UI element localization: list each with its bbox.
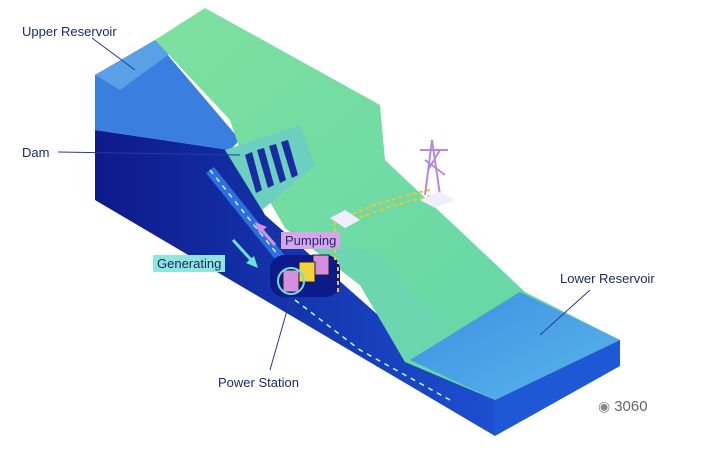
terrain-top bbox=[155, 8, 620, 400]
upper-reservoir-surface bbox=[95, 40, 175, 90]
transmission-tower bbox=[420, 139, 448, 196]
upper-reservoir-label: Upper Reservoir bbox=[22, 24, 117, 39]
dam-spillways bbox=[245, 140, 298, 193]
watermark: ◉ 3060 bbox=[598, 398, 648, 415]
leader-lines bbox=[57, 37, 591, 371]
generating-arrowhead bbox=[246, 256, 258, 268]
power-station-label: Power Station bbox=[218, 375, 299, 390]
valley-slope bbox=[285, 228, 455, 362]
lower-reservoir-water bbox=[410, 292, 620, 400]
pumping-tag: Pumping bbox=[281, 232, 341, 249]
penstock-flow bbox=[209, 169, 291, 271]
dam bbox=[225, 125, 315, 210]
generating-tag: Generating bbox=[153, 255, 226, 272]
substation bbox=[330, 210, 360, 228]
pumping-arrow bbox=[258, 227, 277, 246]
pumping-arrowhead bbox=[255, 222, 267, 233]
tower-base bbox=[420, 192, 455, 208]
lower-reservoir-front bbox=[495, 340, 620, 436]
dam-label: Dam bbox=[22, 145, 50, 160]
watermark-text: 3060 bbox=[614, 398, 648, 415]
generating-arrow bbox=[231, 238, 255, 264]
lower-reservoir-label: Lower Reservoir bbox=[560, 271, 655, 286]
turbines bbox=[277, 254, 330, 295]
wechat-icon: ◉ bbox=[598, 398, 611, 414]
tailrace-flow bbox=[294, 299, 451, 401]
